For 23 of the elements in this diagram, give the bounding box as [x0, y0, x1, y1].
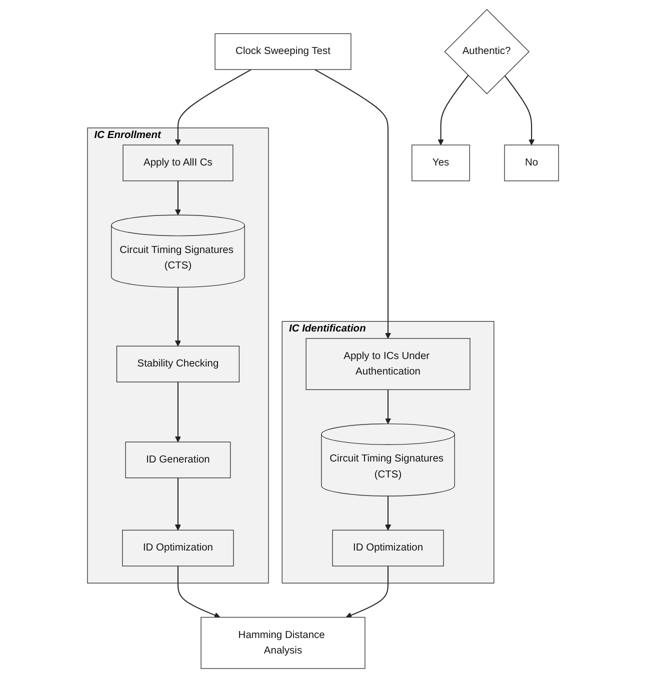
node-box: ID Optimization — [122, 529, 234, 566]
node-box: Stability Checking — [116, 345, 240, 382]
node-box: Yes — [412, 144, 470, 181]
arrow — [346, 566, 388, 618]
node-box: ID Generation — [125, 441, 231, 478]
arrow — [504, 74, 535, 145]
arrow — [384, 389, 391, 424]
arrow — [174, 382, 181, 442]
arrow — [174, 477, 181, 530]
node-box: No — [504, 144, 559, 181]
node-box: Apply to AllI Cs — [122, 144, 234, 181]
node-box: ID Optimization — [332, 529, 444, 566]
node-diamond: Authentic? — [444, 8, 530, 94]
arrow — [438, 74, 469, 145]
arrow — [174, 286, 181, 346]
arrow — [384, 496, 391, 530]
node-box: Clock Sweeping Test — [214, 32, 352, 70]
node-box: Hamming Distance Analysis — [200, 616, 366, 668]
arrow — [174, 180, 181, 215]
arrow — [314, 68, 391, 338]
node-box: Apply to ICs Under Authentication — [306, 338, 470, 390]
arrow — [177, 566, 220, 618]
arrow — [174, 68, 252, 145]
